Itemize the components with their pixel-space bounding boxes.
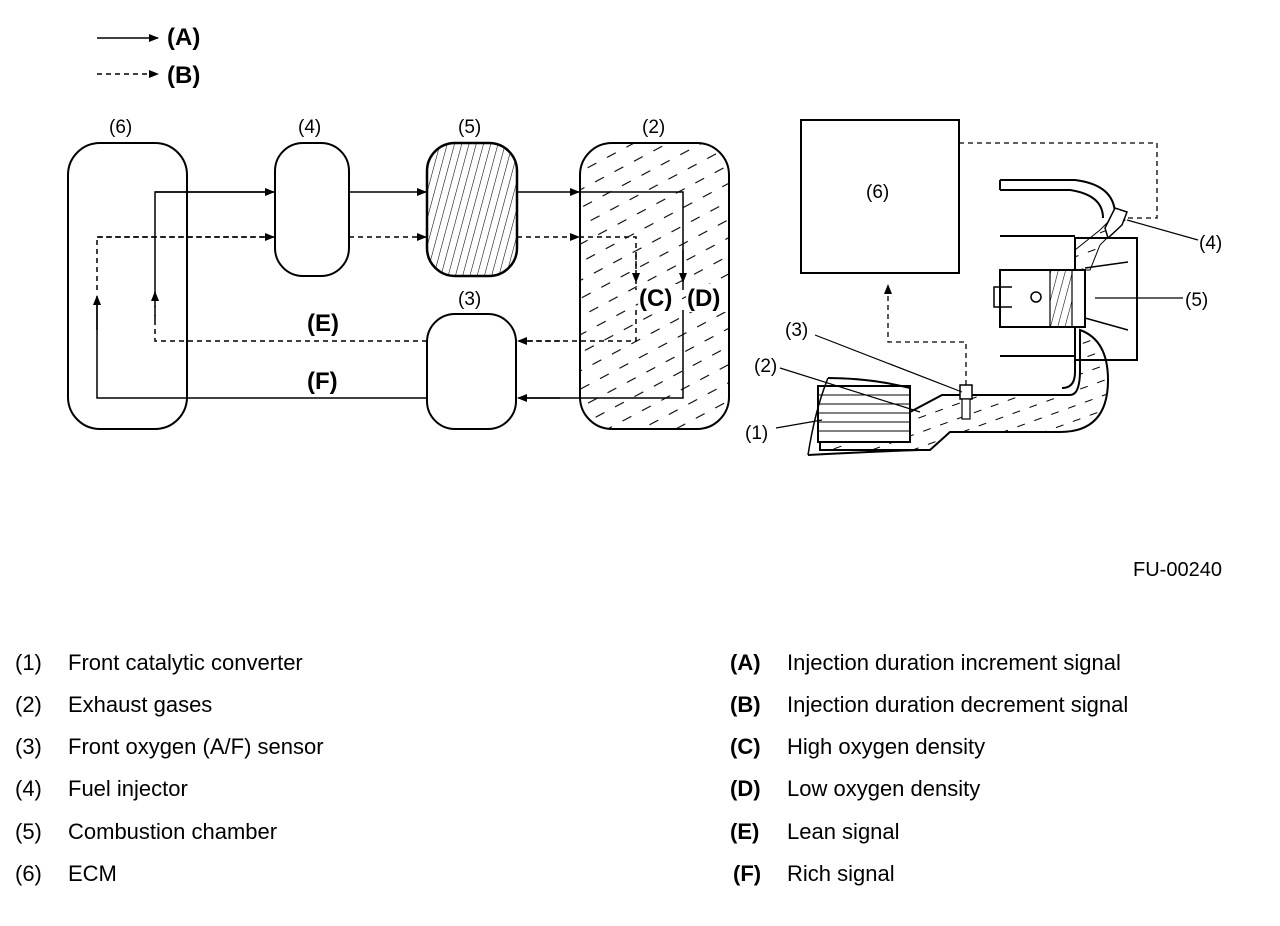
sensor-ecm-dashed	[884, 284, 967, 385]
engine-combustion-label: (5)	[1185, 290, 1208, 311]
intake-pipe	[999, 179, 1116, 237]
legend-dashed-label: (B)	[167, 62, 200, 89]
legend-right-text-3: High oxygen density	[787, 734, 985, 759]
label-d-bg: (D)	[686, 284, 728, 312]
legend-left-num-3: (3)	[15, 734, 42, 759]
legend-left-num-2: (2)	[15, 692, 42, 717]
box-sensor-label: (3)	[458, 289, 481, 310]
cylinder-block	[993, 237, 1138, 361]
engine-ecm-label: (6)	[866, 182, 889, 203]
engine-exhaust-label: (2)	[754, 356, 777, 377]
legend-dashed-arrow: (B)	[97, 62, 200, 89]
legend-left-text-1: Front catalytic converter	[68, 650, 303, 675]
label-c-bg: (C)	[638, 284, 678, 312]
label-low-o2: (D)	[687, 285, 720, 312]
signal-a-line	[93, 188, 687, 402]
ecm-injector-dashed	[959, 142, 1158, 219]
box-sensor: (3)	[426, 289, 517, 430]
box-exhaust-label: (2)	[642, 117, 665, 138]
legend-left-num-6: (6)	[15, 861, 42, 886]
legend-right-num-1: (A)	[730, 650, 761, 675]
legend-left-text-6: ECM	[68, 861, 117, 886]
engine-catalytic-label: (1)	[745, 423, 768, 444]
legend-right-num-3: (C)	[730, 734, 761, 759]
legend-left-text-5: Combustion chamber	[68, 819, 277, 844]
legend-solid-arrow: (A)	[97, 24, 200, 51]
engine-sensor-label: (3)	[785, 320, 808, 341]
legend-left: (1) Front catalytic converter (2) Exhaus…	[15, 650, 324, 886]
legend-left-num-1: (1)	[15, 650, 42, 675]
box-ecm-label: (6)	[109, 117, 132, 138]
legend-right-text-1: Injection duration increment signal	[787, 650, 1121, 675]
legend-left-text-4: Fuel injector	[68, 776, 188, 801]
legend-right-text-5: Lean signal	[787, 819, 900, 844]
label-lean: (E)	[307, 310, 339, 337]
legend-right-text-2: Injection duration decrement signal	[787, 692, 1128, 717]
sensor-drawing	[959, 384, 973, 420]
legend-right-num-2: (B)	[730, 692, 761, 717]
legend-right-num-6: (F)	[733, 861, 761, 886]
leader-lines	[775, 219, 1199, 429]
legend-right-text-4: Low oxygen density	[787, 776, 980, 801]
label-rich: (F)	[307, 368, 338, 395]
box-combustion: (5)	[425, 117, 519, 278]
signal-b-line	[96, 233, 640, 345]
legend-left-text-2: Exhaust gases	[68, 692, 212, 717]
box-ecm: (6)	[67, 117, 188, 430]
box-combustion-label: (5)	[458, 117, 481, 138]
legend-right-num-4: (D)	[730, 776, 761, 801]
engine-injector-label: (4)	[1199, 233, 1222, 254]
legend-solid-label: (A)	[167, 24, 200, 51]
label-high-o2: (C)	[639, 285, 672, 312]
legend-left-num-5: (5)	[15, 819, 42, 844]
injector-drawing	[1104, 207, 1128, 240]
legend-right-text-6: Rich signal	[787, 861, 895, 886]
box-injector-label: (4)	[298, 117, 321, 138]
legend-right: (A) Injection duration increment signal …	[730, 650, 1128, 886]
engine-ecm-box: (6)	[800, 119, 960, 274]
box-exhaust: (2)	[579, 117, 730, 430]
figure-code: FU-00240	[1133, 559, 1222, 581]
legend-right-num-5: (E)	[730, 819, 759, 844]
legend-left-num-4: (4)	[15, 776, 42, 801]
catalytic-converter	[807, 377, 921, 456]
legend-left-text-3: Front oxygen (A/F) sensor	[68, 734, 324, 759]
box-injector: (4)	[274, 117, 350, 277]
